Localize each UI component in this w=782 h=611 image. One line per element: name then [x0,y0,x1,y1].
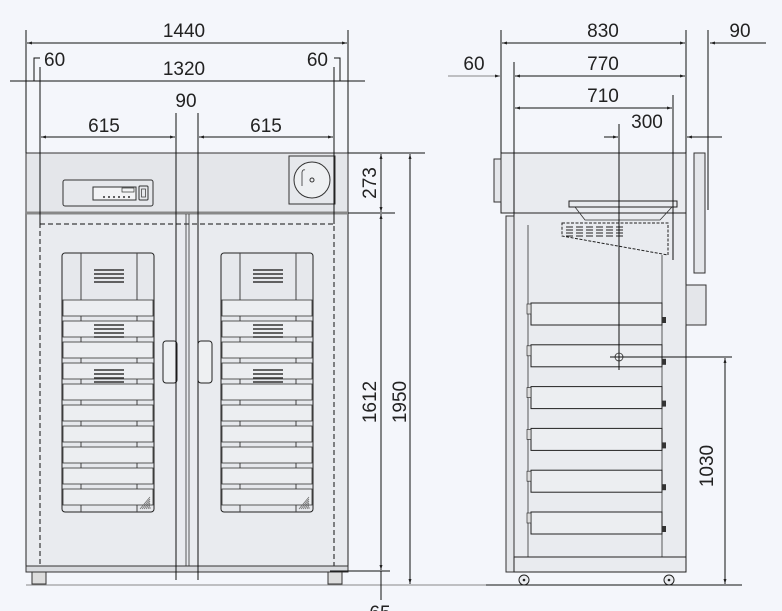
label-overall-width: 1440 [163,21,205,42]
drawer[interactable] [526,344,666,368]
side-dimension-labels: 830 90 60 770 710 300 1030 [463,21,750,487]
shelf [221,446,313,464]
label-body-depth: 770 [587,54,619,75]
shelf [221,404,313,422]
label-handle-depth: 90 [729,21,750,42]
label-left-clearance: 60 [44,50,65,71]
door-windows [61,252,314,513]
shelf [62,341,154,359]
shelf [221,341,313,359]
shelf [62,404,154,422]
shelf [62,467,154,485]
side-handle-profile[interactable] [693,152,706,274]
label-right-door-width: 615 [250,116,282,137]
side-view [493,152,707,586]
side-drawers [526,302,666,535]
drawer[interactable] [526,302,666,326]
front-plinth [25,565,349,573]
front-view [25,152,349,585]
drawer[interactable] [526,511,666,535]
left-door-handle[interactable] [162,340,178,384]
label-door-thickness: 60 [463,54,484,75]
label-body-height: 1612 [360,381,381,423]
drawer-latch [662,442,666,449]
shelf [221,362,313,380]
shelf [221,488,313,506]
shelf [62,425,154,443]
control-panel [62,179,154,207]
label-inner-width: 1320 [163,59,205,80]
side-rear-vent [493,158,502,203]
shelf [62,362,154,380]
shelf [62,488,154,506]
label-center-gap: 90 [175,91,196,112]
shelf [221,299,313,317]
drawer[interactable] [526,386,666,410]
left-door-window [61,252,155,513]
side-recorder-box [685,284,707,326]
front-feet [31,571,343,585]
right-door-handle[interactable] [197,340,213,384]
side-door-profile [505,215,515,573]
shelf [62,299,154,317]
label-base-height: 65 [369,603,390,611]
label-left-door-width: 615 [88,116,120,137]
shelf [221,467,313,485]
front-dimension-labels: 1440 60 60 1320 90 615 615 273 1612 1950… [44,21,411,611]
drawer-latch [662,484,666,491]
chart-recorder [288,155,336,205]
shelf [62,446,154,464]
label-center-height: 1030 [697,445,718,487]
drawer[interactable] [526,469,666,493]
drawer-latch [662,526,666,532]
drawer[interactable] [526,427,666,451]
shelf [221,383,313,401]
label-top-section-height: 273 [360,167,381,199]
front-dimensions [10,30,490,600]
side-dimensions [448,30,766,586]
shelf [221,425,313,443]
drawer-latch [662,317,666,323]
drawer-latch [662,400,666,407]
label-center-offset: 300 [631,112,663,133]
side-casters [518,574,675,586]
label-interior-depth: 710 [587,86,619,107]
drawer-latch [662,358,666,365]
label-right-clearance: 60 [307,50,328,71]
label-overall-depth: 830 [587,21,619,42]
cooling-unit [561,200,678,256]
label-overall-height: 1950 [390,381,411,423]
side-base [513,556,687,573]
shelf [62,383,154,401]
right-door-window [220,252,314,513]
